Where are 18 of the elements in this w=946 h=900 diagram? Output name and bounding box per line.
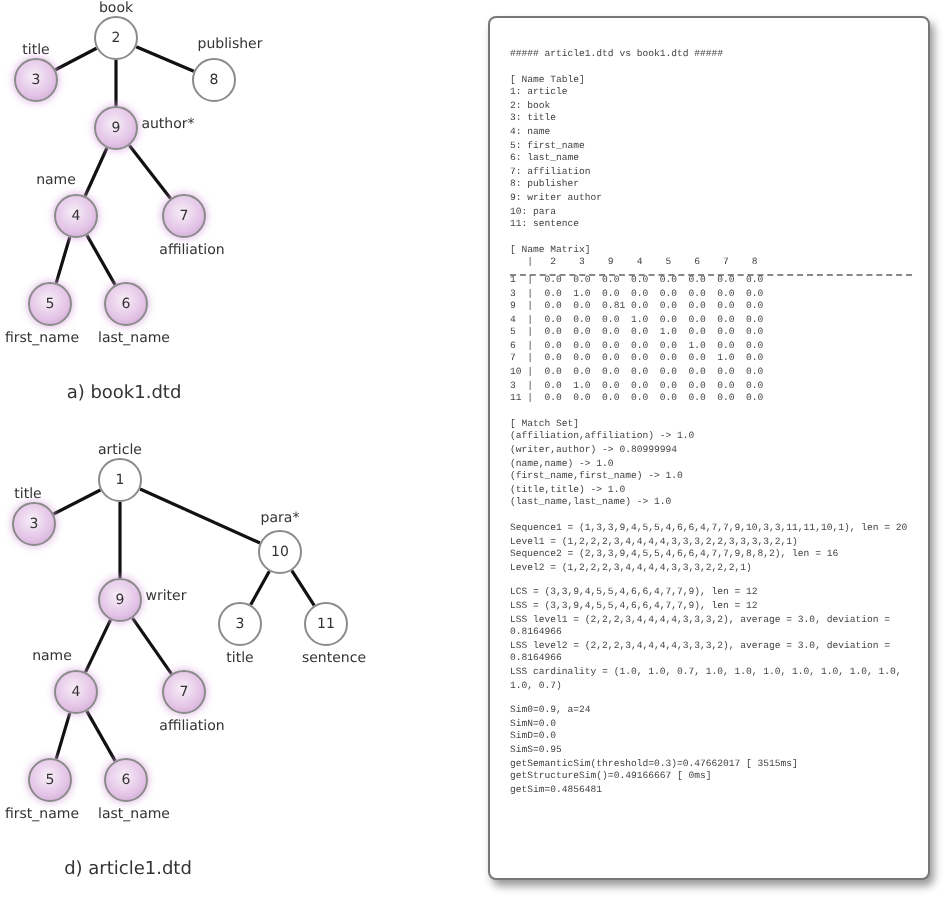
tree-edge <box>128 144 172 200</box>
figure-caption: a) book1.dtd <box>66 384 182 404</box>
tree-edge <box>249 570 271 606</box>
tree-edge <box>135 45 195 73</box>
tree-edge <box>54 712 72 760</box>
tree-edge <box>84 619 112 673</box>
tree-edge <box>85 234 117 286</box>
tree-edge <box>83 147 109 197</box>
figure-caption: d) article1.dtd <box>64 860 192 880</box>
tree-edge <box>54 236 72 284</box>
tree-edge <box>54 46 98 72</box>
tree-edge <box>139 487 261 545</box>
tree-edge <box>290 569 316 607</box>
tree-edge <box>131 617 173 675</box>
tree-edge <box>118 502 122 578</box>
tree-edge <box>114 60 118 106</box>
tree-edge <box>85 710 117 762</box>
tree-edge <box>52 488 102 516</box>
